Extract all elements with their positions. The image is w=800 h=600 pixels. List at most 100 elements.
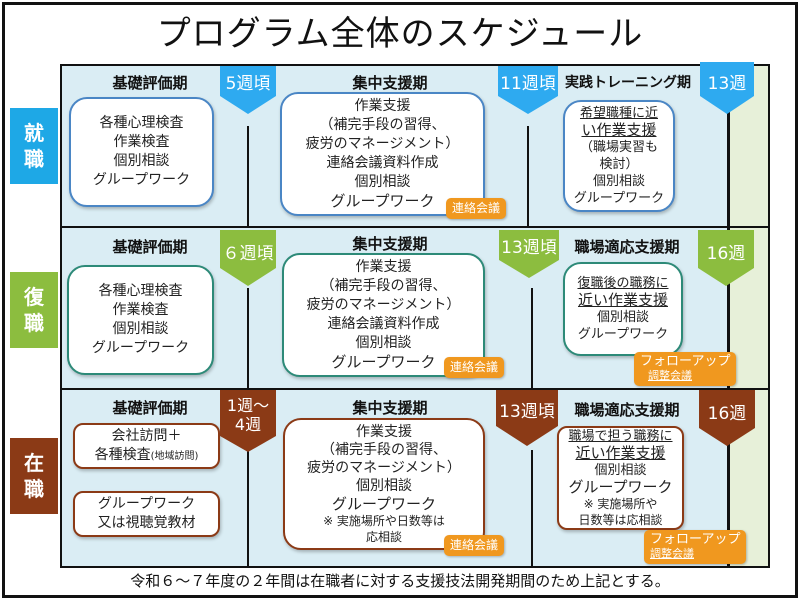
post-program-column (727, 64, 770, 568)
marker-arrow-icon (700, 96, 754, 114)
phase-content-box: 各種心理検査 作業検査 個別相談 グループワーク (67, 265, 214, 375)
marker-arrow-icon (220, 436, 276, 452)
phase-divider (247, 288, 249, 388)
phase-title: 集中支援期 (352, 399, 428, 417)
week-marker-label: 16週 (699, 390, 755, 428)
liaison-meeting-badge: 連絡会議 (444, 357, 505, 378)
activity: グループワーク (330, 192, 435, 210)
week-marker: 5週頃 (220, 66, 276, 114)
activity: い作業支援 (581, 121, 657, 139)
week-marker: ６週頃 (220, 230, 276, 286)
activity: 個別相談 (596, 310, 649, 325)
week-marker-label: 13週 (700, 62, 754, 96)
phase-divider (531, 450, 533, 568)
activity: 検討） (599, 157, 639, 172)
activity: 個別相談 (356, 478, 412, 494)
track-label-char: 復 (24, 285, 44, 309)
badge-line: フォローアップ (650, 532, 741, 547)
marker-text: 1週～ (226, 396, 270, 415)
activity: 各種心理検査 (99, 115, 184, 131)
marker-arrow-icon (698, 268, 754, 286)
activity: 各種心理検査 (98, 283, 183, 299)
week-marker: 16週 (699, 390, 755, 446)
week-marker: 13週頃 (496, 390, 558, 446)
phase-title: 基礎評価期 (112, 238, 188, 256)
activity: 又は視聴覚教材 (97, 515, 196, 531)
follow-up-meeting-badge: フォローアップ 調整会議 (644, 530, 747, 564)
week-marker: 13週 (700, 62, 754, 114)
week-marker: 13週頃 (499, 230, 559, 278)
phase-title: 職場適応支援期 (574, 401, 680, 419)
phase-title: 基礎評価期 (112, 399, 188, 417)
phase-content-box: グループワーク 又は視聴覚教材 (73, 491, 220, 537)
footer-note: 令和６～７年度の２年間は在職者に対する支援技法開発期間のため上記とする。 (130, 572, 670, 590)
track-label-char: 在 (24, 451, 44, 475)
phase-content-box: 復職後の職務に 近い作業支援 個別相談 グループワーク (563, 262, 683, 356)
phase-title: 集中支援期 (352, 74, 428, 92)
week-marker-label: 13週頃 (496, 390, 558, 426)
activity: 職場で担う職務に (568, 429, 673, 444)
phase-divider (527, 126, 529, 226)
activity: 連絡会議資料作成 (326, 155, 439, 171)
phase-content-box: 会社訪問＋ 各種検査(地域訪問) (73, 423, 220, 469)
week-marker-label: 11週頃 (498, 66, 558, 96)
activity: 会社訪問＋ (111, 427, 182, 444)
marker-arrow-icon (498, 96, 558, 114)
marker-arrow-icon (699, 428, 755, 446)
marker-arrow-icon (220, 96, 276, 114)
activity: 個別相談 (592, 174, 645, 189)
phase-title: 基礎評価期 (112, 74, 188, 92)
activity: 近い作業支援 (575, 444, 666, 462)
activity: 疲労のマネージメント） (305, 136, 460, 152)
week-marker: 11週頃 (498, 66, 558, 114)
follow-up-meeting-badge: フォローアップ 調整会議 (634, 352, 737, 386)
activity: グループワーク (91, 340, 190, 356)
phase-title: 職場適応支援期 (574, 238, 680, 256)
activity: グループワーク (92, 172, 191, 188)
badge-line: フォローアップ (640, 354, 731, 369)
activity: 近い作業支援 (577, 291, 668, 309)
phase-content-box: 作業支援 （補完手段の習得、 疲労のマネージメント） 連絡会議資料作成 個別相談… (280, 92, 485, 216)
activity: グループワーク (568, 478, 673, 496)
track-label-shushoku: 就 職 (10, 108, 58, 184)
activity: グループワーク (577, 327, 669, 342)
phase-content-box: 希望職種に近 い作業支援 （職場実習も 検討） 個別相談 グループワーク (563, 100, 675, 212)
activity: 応相談 (365, 530, 402, 544)
week-marker-label: 1週～ 4週 (220, 390, 276, 436)
phase-content-box: 各種心理検査 作業検査 個別相談 グループワーク (69, 97, 214, 207)
activity: 作業支援 (356, 424, 412, 440)
week-marker: 1週～ 4週 (220, 390, 276, 452)
badge-line: 調整会議 (648, 369, 692, 382)
activity: （補完手段の習得、 (320, 278, 447, 294)
phase-content-box: 作業支援 （補完手段の習得、 疲労のマネージメント） 個別相談 グループワーク … (283, 418, 485, 550)
track-label-fukushoku: 復 職 (10, 272, 58, 348)
track-label-char: 職 (24, 311, 44, 335)
activity: 疲労のマネージメント） (306, 297, 461, 313)
activity: 個別相談 (354, 174, 411, 190)
row-divider (60, 388, 770, 390)
phase-content-box: 職場で担う職務に 近い作業支援 個別相談 グループワーク ※ 実施場所や 日数等… (557, 426, 684, 530)
activity: 連絡会議資料作成 (327, 316, 440, 332)
activity: 作業検査 (113, 134, 170, 150)
phase-title: 実践トレーニング期 (565, 75, 691, 91)
phase-title: 集中支援期 (352, 235, 428, 253)
activity: 作業検査 (112, 302, 169, 318)
week-marker-label: 13週頃 (499, 230, 559, 260)
activity: （補完手段の習得、 (321, 442, 447, 458)
phase-divider (247, 126, 249, 226)
phase-divider (531, 288, 533, 388)
activity: 復職後の職務に (577, 276, 669, 291)
marker-arrow-icon (499, 260, 559, 278)
activity: 希望職種に近 (579, 106, 658, 121)
week-marker: 16週 (698, 230, 754, 286)
activity: 作業支援 (354, 98, 411, 114)
activity: （補完手段の習得、 (319, 117, 446, 133)
badge-line: 調整会議 (650, 547, 694, 560)
activity: 個別相談 (113, 153, 170, 169)
activity: 各種検査 (94, 446, 151, 463)
activity: ※ 実施場所や日数等は (323, 514, 445, 528)
track-label-char: 職 (24, 477, 44, 501)
marker-text: 4週 (234, 415, 262, 434)
activity-line: 各種検査(地域訪問) (75, 446, 218, 466)
phase-divider (247, 450, 249, 568)
